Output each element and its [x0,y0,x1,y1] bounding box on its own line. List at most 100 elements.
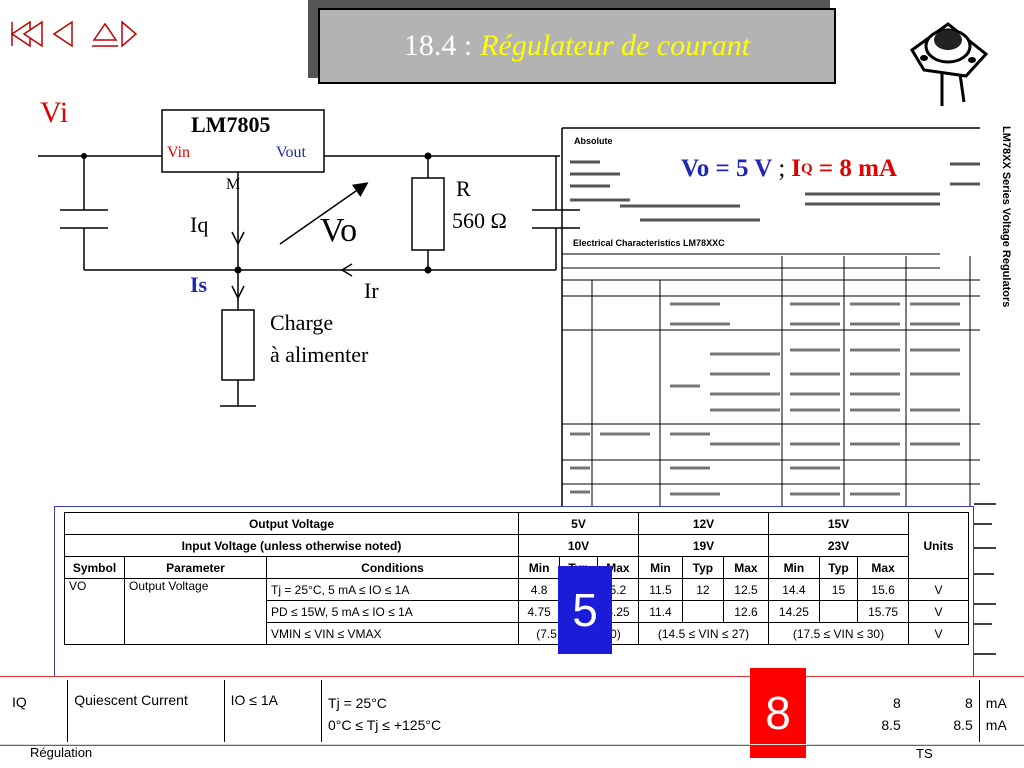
iq-value-4: 8.5 [953,717,973,733]
iq-label: Iq [190,212,209,237]
table-cell: 15.6 [857,578,909,601]
table-cell: Output Voltage [124,578,267,645]
ground-pin-label: M [226,176,241,193]
table-cell: Tj = 25°C, 5 mA ≤ IO ≤ 1A [266,578,519,601]
circuit-schematic [38,109,580,407]
table-cell: V [908,622,969,645]
table-cell: 4.8 [517,578,561,601]
table-cell: 10V [518,534,639,557]
next-slide-icon[interactable] [121,20,138,48]
table-cell: V [908,600,969,623]
table-cell: 15V [768,512,909,535]
iq-subscript: Q [801,160,813,177]
absolute-heading: Absolute [574,136,613,146]
table-cell [907,680,923,742]
unit-2: mA [985,717,1007,733]
load-label-line1: Charge [270,310,334,335]
iq-value-2: 8.5 [881,717,901,733]
ir-label: Ir [364,278,379,303]
table-cell: Quiescent Current [67,680,225,742]
separator: ; [778,155,786,182]
table-cell: Tj = 25°C 0°C ≤ Tj ≤ +125°C [321,680,619,742]
is-label: Is [190,272,208,297]
table-cell: VMIN ≤ VIN ≤ VMAX [266,622,519,645]
table-row: VMIN ≤ VIN ≤ VMAX (7.5 ≤ VIN ≤ 20) (14.5… [65,622,969,645]
iq-value-1: 8 [893,695,901,711]
table-cell: 8 8.5 [922,680,979,742]
table-cell: 12V [638,512,769,535]
datasheet-lines [561,127,996,684]
vin-label: Vin [167,144,191,161]
footer-divider [0,744,1024,745]
table-cell: Min [638,556,683,579]
side-title-text: LM78XX Series Voltage Regulators [1000,126,1012,308]
table-cell: VO [64,578,125,645]
table-row: Input Voltage (unless otherwise noted) 1… [64,534,969,557]
iq-symbol: I [791,155,801,182]
table-cell: Output Voltage [64,512,519,535]
resistor-value: 560 Ω [452,208,507,233]
table-cell: 19V [638,534,769,557]
vout-label: Vout [276,144,306,161]
table-cell: Max [857,556,909,579]
table-cell: IQ [12,694,27,710]
table-cell: Parameter [124,556,267,579]
table-cell: Conditions [266,556,519,579]
table-cell: (17.5 ≤ VIN ≤ 30) [768,622,909,645]
table-cell: Input Voltage (unless otherwise noted) [64,534,519,557]
table-row: Symbol Parameter Conditions Min Typ Max … [64,556,969,579]
table-cell: 12 [681,578,724,601]
table-cell: 12.5 [722,578,770,601]
table-cell: Symbol [64,556,125,579]
quiescent-current-table: IQ Quiescent Current IO ≤ 1A Tj = 25°C 0… [6,680,1024,742]
slide-navigation [8,16,138,56]
table-cell: IO ≤ 1A [223,680,322,742]
table-cell: Min [768,556,820,579]
table-row: IQ Quiescent Current IO ≤ 1A Tj = 25°C 0… [6,680,1024,742]
regulator-package-image [910,22,989,106]
table-cell: 8 8.5 [618,680,906,742]
vo-label: Vo [320,212,358,249]
footer-left-text: Régulation [30,745,93,760]
title-subtitle: Régulateur de courant [480,29,751,62]
table-cell: 11.4 [638,600,683,623]
table-cell: Max [722,556,770,579]
table-cell: Typ [818,556,859,579]
first-slide-icon[interactable] [10,20,43,48]
output-voltage-table: Output Voltage 5V 12V 15V Units Input Vo… [64,512,969,645]
table-cell: 11.5 [638,578,683,601]
vi-label: Vi [40,96,69,129]
vo-value: Vo = 5 V [680,155,773,182]
home-icon[interactable] [92,22,118,47]
table-cell: 5V [518,512,639,535]
iq-value: = 8 mA [812,155,898,182]
table-cell: V [908,578,969,601]
table-cell [681,600,724,623]
resistor-label: R [456,176,471,201]
unit-1: mA [985,695,1007,711]
table-row: VO Output Voltage Tj = 25°C, 5 mA ≤ IO ≤… [64,578,969,645]
table-cell: PD ≤ 15W, 5 mA ≤ IO ≤ 1A [266,600,519,623]
electrical-heading: Electrical Characteristics LM78XXC [573,238,725,248]
condition-line-2: 0°C ≤ Tj ≤ +125°C [328,717,442,733]
iq-value-3: 8 [965,695,973,711]
table-cell: 14.4 [768,578,820,601]
datasheet-side-title: LM78XX Series Voltage Regulators [986,126,1022,386]
table-cell [818,600,859,623]
table-cell: 23V [768,534,909,557]
table-cell: 4.75 [517,600,561,623]
table-cell: Units [908,512,969,579]
footer-right-text: TS [916,746,933,761]
regulator-label: LM7805 [191,112,271,137]
table-cell: Min [517,556,561,579]
table-cell: mA mA [978,680,1024,742]
table-cell: 12.6 [722,600,770,623]
table-cell: 15.75 [857,600,909,623]
highlight-badge-8: 8 [750,668,806,758]
previous-slide-icon[interactable] [52,20,73,48]
table-cell: (14.5 ≤ VIN ≤ 27) [638,622,769,645]
highlight-badge-5: 5 [558,566,612,654]
table-row: Output Voltage 5V 12V 15V Units [64,512,969,579]
condition-line-1: Tj = 25°C [328,695,387,711]
